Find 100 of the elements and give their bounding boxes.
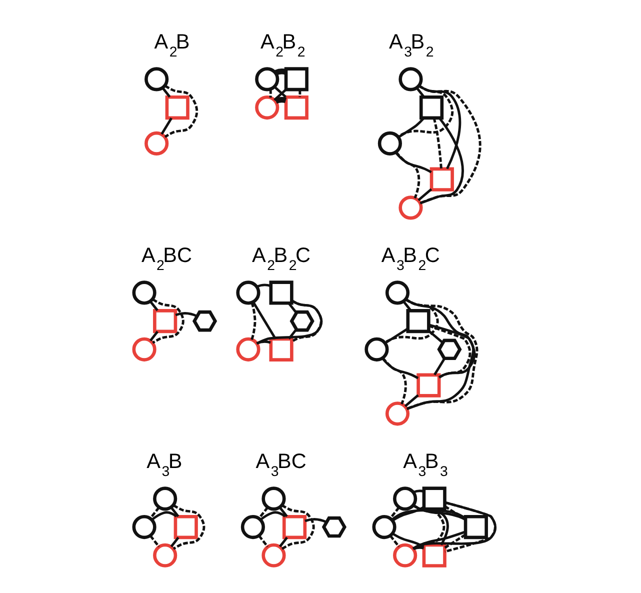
connector [416,87,425,98]
node-circle [364,337,389,362]
node-circle [132,280,156,305]
connector [382,358,419,380]
node-circle [372,515,396,540]
node-circle [398,67,423,92]
node-circle [393,543,418,568]
connector [170,506,180,518]
connector [256,340,271,345]
node-hexagon [322,516,346,538]
node-box [422,543,446,568]
node-circle [385,280,410,305]
connector [250,302,256,340]
connector [288,302,298,314]
node-circle [393,486,418,511]
label: A$_{2}$B$_{2}$C [252,244,310,274]
node-circle [132,337,156,362]
connector [412,501,497,550]
connector [281,504,315,550]
connector [392,532,424,548]
label: A$_{2}$B$_{2}$ [260,30,306,61]
label: A$_{3}$B$_{2}$ [389,30,434,61]
node-box [406,309,430,334]
node-box [269,280,294,305]
connector [164,84,198,138]
connector [428,330,444,344]
connector [278,536,288,548]
node-circle [144,67,169,92]
node-box [419,95,444,120]
connector [382,357,407,405]
connector [404,394,419,408]
node-box [430,167,454,192]
connector [260,511,286,521]
node-circle [262,486,286,511]
connector [258,535,269,548]
label: A$_{2}$B [154,30,190,61]
connector [412,530,466,550]
node-circle [144,131,169,156]
label: A$_{3}$BC [256,450,306,480]
connector [160,118,172,135]
connector [404,298,476,378]
connector [252,302,276,340]
connector [384,298,439,344]
connector [389,506,400,520]
node-circle [153,486,178,511]
node-hexagon [290,310,314,332]
node-hexagon [437,338,462,360]
connector [274,88,287,101]
connector [298,90,302,98]
connector [391,509,466,521]
connector [150,330,159,342]
node-circle [236,280,260,305]
connector [406,324,474,410]
node-circle [240,515,265,540]
label: A$_{3}$B$_{3}$ [403,450,448,480]
connector [413,546,424,550]
node-box [153,309,178,334]
connector [404,298,478,410]
connector [420,117,464,204]
connector [395,151,420,199]
connector [434,358,446,376]
connector [444,534,466,549]
connector [389,535,400,548]
connector [274,96,286,104]
node-circle [378,131,402,156]
connector [172,504,206,550]
connector [392,506,424,522]
node-circle [398,196,423,220]
label: A$_{2}$BC [141,244,192,274]
node-box [464,515,488,540]
node-circle [236,337,260,362]
connector [152,298,184,344]
node-circle [262,543,286,568]
connector [269,89,272,98]
connector [428,324,472,379]
connector [162,87,171,98]
node-box [416,373,441,398]
connector [170,536,180,548]
node-circle [385,402,410,426]
connector [175,312,198,318]
node-box [269,337,294,362]
connector [274,86,287,98]
connector [149,300,158,312]
connector [274,68,286,76]
node-circle [132,515,156,540]
node-circle [153,543,178,568]
connector [288,328,298,340]
connector [397,84,454,138]
node-circle [255,95,280,120]
connector [384,328,408,344]
node-hexagon [192,310,218,332]
connector [394,152,432,174]
node-box [165,95,190,120]
connector [418,188,432,202]
label: A$_{3}$B$_{2}$C [381,244,440,274]
node-box [174,515,198,540]
connector [418,84,482,204]
node-box [284,95,308,120]
connector [412,504,466,521]
connector [418,84,462,170]
